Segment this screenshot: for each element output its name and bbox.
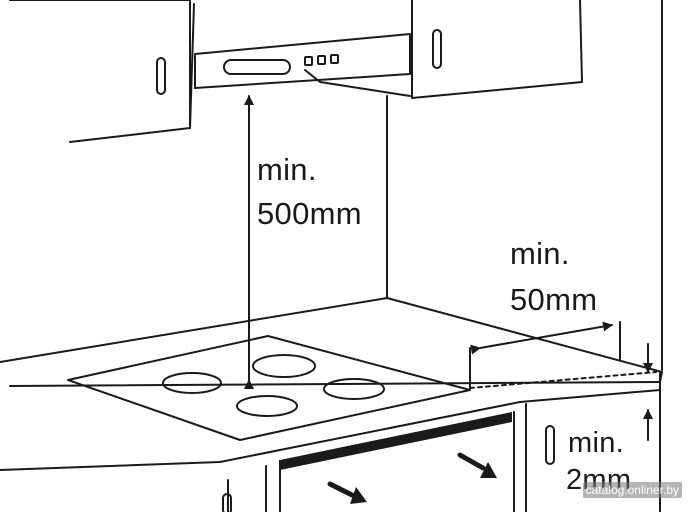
side-clearance-arrow bbox=[470, 321, 613, 355]
hood-control-slider bbox=[223, 59, 291, 75]
hood-clearance-label-line2: 500mm bbox=[257, 196, 362, 231]
side-clearance-label-line2: 50mm bbox=[510, 282, 598, 317]
range-hood bbox=[194, 33, 411, 97]
hood-clearance-label-line1: min. bbox=[257, 152, 317, 187]
hood-button-1 bbox=[304, 56, 313, 66]
cooking-zone-back bbox=[252, 354, 316, 378]
airflow-arrow-right bbox=[457, 452, 497, 478]
bottom-clearance-label-line1: min. bbox=[568, 427, 624, 459]
cooking-zone-front bbox=[236, 395, 298, 417]
airflow-arrow-left bbox=[327, 481, 367, 504]
right-wall-cabinet bbox=[411, 0, 583, 99]
lower-cabinet-handle bbox=[545, 425, 555, 465]
worktop bbox=[0, 297, 663, 513]
right-cabinet-handle bbox=[432, 29, 442, 69]
lower-cabinet bbox=[222, 403, 555, 515]
cooking-zone-right bbox=[323, 378, 385, 400]
oven-band bbox=[280, 412, 512, 470]
hood-button-3 bbox=[330, 54, 339, 64]
left-wall-cabinet bbox=[9, 0, 195, 143]
watermark: catalog.onliner.by bbox=[582, 482, 682, 498]
hood-button-2 bbox=[317, 55, 326, 65]
left-cabinet-handle bbox=[156, 57, 166, 95]
side-clearance-label-line1: min. bbox=[510, 236, 570, 271]
cooking-zone-left bbox=[162, 372, 222, 394]
